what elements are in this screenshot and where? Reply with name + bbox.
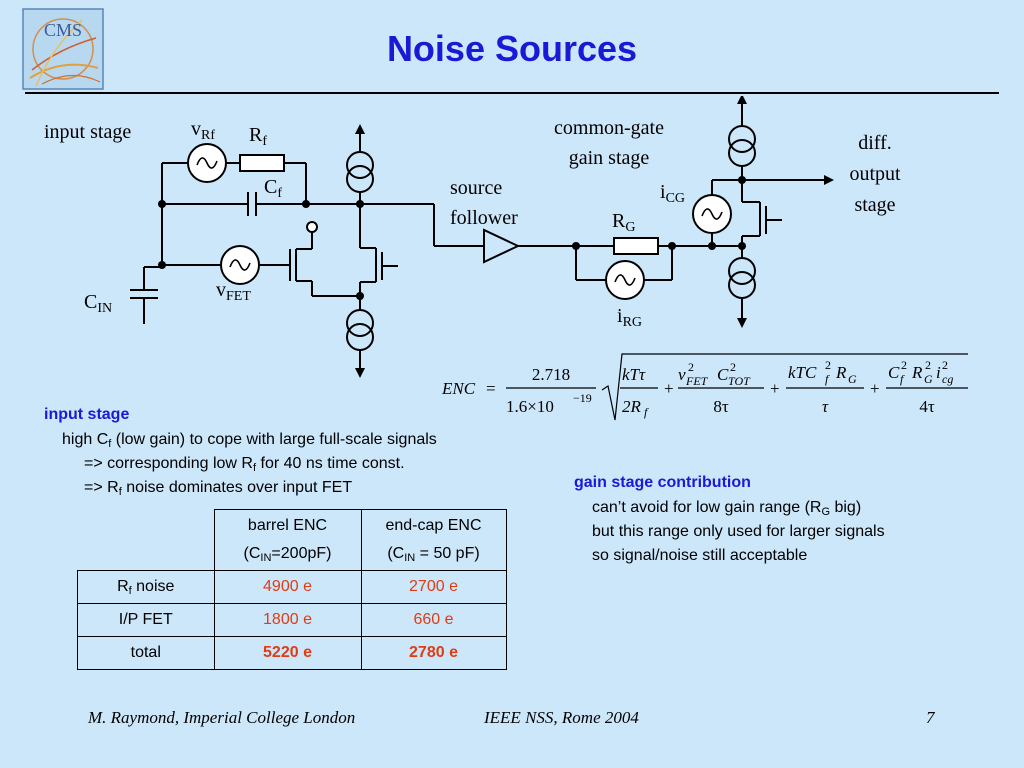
svg-text:2R: 2R bbox=[622, 397, 642, 416]
footer-conference: IEEE NSS, Rome 2004 bbox=[484, 708, 639, 727]
svg-text:FET: FET bbox=[685, 374, 709, 388]
svg-text:kTC: kTC bbox=[788, 363, 817, 382]
svg-text:2: 2 bbox=[688, 360, 694, 374]
r-f-label: Rf bbox=[249, 124, 268, 149]
barrel-value: 1800 e bbox=[213, 603, 362, 637]
svg-text:kTτ: kTτ bbox=[622, 365, 646, 384]
c-in-label: CIN bbox=[84, 291, 113, 316]
circuit-diagram bbox=[130, 96, 834, 378]
barrel-header: barrel ENC (CIN=200pF) bbox=[213, 509, 362, 571]
cms-logo: CMS bbox=[22, 8, 104, 90]
footer-author: M. Raymond, Imperial College London bbox=[88, 708, 356, 727]
svg-text:f: f bbox=[644, 405, 649, 419]
c-f-label: Cf bbox=[264, 176, 283, 201]
i-rg-label: iRG bbox=[617, 305, 643, 330]
row-label: I/P FET bbox=[77, 603, 215, 637]
row-label: total bbox=[77, 636, 215, 670]
v-fet-label: vFET bbox=[216, 279, 251, 304]
svg-text:2: 2 bbox=[825, 358, 831, 372]
svg-text:+: + bbox=[770, 379, 780, 398]
endcap-value: 2700 e bbox=[360, 570, 507, 604]
input-stage-note-2: => corresponding low Rf for 40 ns time c… bbox=[84, 455, 405, 474]
svg-text:G: G bbox=[848, 372, 857, 386]
svg-text:2: 2 bbox=[942, 358, 948, 372]
gain-stage-note-3: so signal/noise still acceptable bbox=[592, 547, 808, 564]
enc-formula: ENC = 2.718 1.6×10 −19 kTτ 2R f + v 2 FE… bbox=[441, 353, 968, 421]
svg-text:i: i bbox=[936, 363, 941, 382]
svg-text:v: v bbox=[678, 365, 686, 384]
barrel-value: 4900 e bbox=[213, 570, 362, 604]
svg-text:R: R bbox=[911, 363, 923, 382]
row-label: Rf noise bbox=[77, 570, 215, 604]
svg-text:8τ: 8τ bbox=[713, 397, 729, 416]
svg-text:R: R bbox=[835, 363, 847, 382]
page-title: Noise Sources bbox=[386, 28, 638, 69]
svg-text:+: + bbox=[664, 379, 674, 398]
i-cg-label: iCG bbox=[660, 181, 686, 206]
input-stage-note-3: => Rf noise dominates over input FET bbox=[84, 479, 353, 498]
svg-text:ENC: ENC bbox=[441, 379, 476, 398]
endcap-value: 660 e bbox=[360, 603, 507, 637]
svg-text:C: C bbox=[717, 365, 729, 384]
endcap-value: 2780 e bbox=[360, 636, 507, 670]
r-g-label: RG bbox=[612, 210, 636, 235]
svg-text:τ: τ bbox=[822, 397, 829, 416]
svg-text:G: G bbox=[924, 372, 933, 386]
svg-text:2: 2 bbox=[901, 358, 907, 372]
svg-text:CMS: CMS bbox=[44, 20, 82, 40]
svg-text:+: + bbox=[870, 379, 880, 398]
endcap-header: end-cap ENC (CIN = 50 pF) bbox=[360, 509, 507, 571]
barrel-value: 5220 e bbox=[213, 636, 362, 670]
v-rf-label: vRf bbox=[191, 118, 215, 143]
table-row: total 5220 e 2780 e bbox=[77, 636, 507, 670]
gain-stage-note-1: can’t avoid for low gain range (RG big) bbox=[592, 499, 862, 518]
gain-stage-heading: gain stage contribution bbox=[574, 474, 751, 491]
svg-text:4τ: 4τ bbox=[919, 397, 935, 416]
svg-text:1.6×10: 1.6×10 bbox=[506, 397, 554, 416]
svg-text:−19: −19 bbox=[573, 391, 592, 405]
svg-text:2.718: 2.718 bbox=[532, 365, 570, 384]
svg-text:=: = bbox=[486, 379, 496, 398]
table-row: Rf noise 4900 e 2700 e bbox=[77, 570, 507, 604]
svg-text:f: f bbox=[825, 372, 830, 386]
svg-text:2: 2 bbox=[730, 360, 736, 374]
page-number: 7 bbox=[926, 708, 935, 727]
table-header-row: barrel ENC (CIN=200pF) end-cap ENC (CIN … bbox=[77, 509, 507, 571]
title-divider bbox=[25, 92, 999, 94]
input-stage-note-1: high Cf (low gain) to cope with large fu… bbox=[62, 431, 437, 450]
svg-text:f: f bbox=[900, 372, 905, 386]
svg-text:TOT: TOT bbox=[728, 374, 751, 388]
table-corner bbox=[77, 509, 215, 571]
svg-text:C: C bbox=[888, 363, 900, 382]
svg-text:cg: cg bbox=[942, 372, 953, 386]
table-row: I/P FET 1800 e 660 e bbox=[77, 603, 507, 637]
gain-stage-note-2: but this range only used for larger sign… bbox=[592, 523, 885, 540]
enc-table: barrel ENC (CIN=200pF) end-cap ENC (CIN … bbox=[77, 509, 507, 670]
input-stage-label: input stage bbox=[44, 121, 132, 143]
svg-text:2: 2 bbox=[925, 358, 931, 372]
input-stage-heading: input stage bbox=[44, 406, 130, 423]
